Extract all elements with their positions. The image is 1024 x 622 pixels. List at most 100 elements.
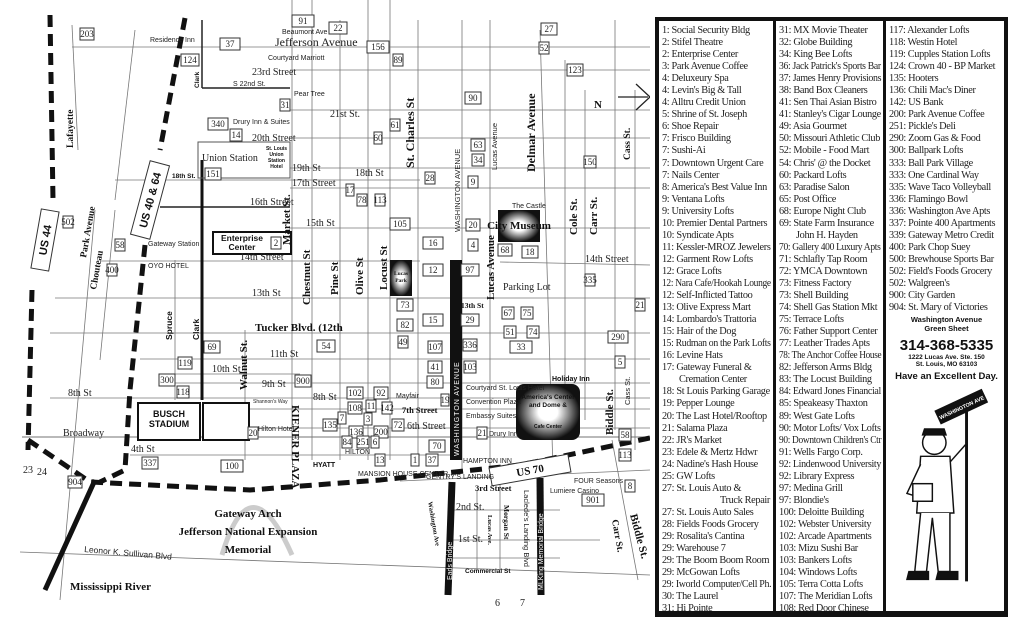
legend-item-text: 20: The Last Hotel/Rooftop — [662, 410, 767, 422]
lumiere-casino-label: Lumiere Casino — [550, 488, 599, 495]
legend-item: 900: City Garden — [889, 290, 1004, 302]
legend-item: 7: Frisco Building — [662, 133, 773, 145]
legend-item: 60: Packard Lofts — [779, 170, 883, 182]
legend-item-text: 50: Missouri Athletic Club — [779, 133, 881, 145]
legend-item-text: 2: Enterprise Center — [662, 49, 738, 61]
street-label-s22: S 22nd St. — [233, 81, 266, 88]
map-badge: 337 — [141, 456, 159, 470]
legend-item-text: 104: Windows Lofts — [779, 567, 857, 579]
legend-item-text: 7: Sushi-Ai — [662, 145, 706, 157]
legend-item-text: 18: St Louis Parking Garage — [662, 386, 770, 398]
legend-item: 90: Motor Lofts/ Vox Lofts — [779, 423, 883, 435]
oyo-hotel-label: OYO HOTEL — [148, 263, 189, 270]
map-badge: 5 — [614, 355, 626, 369]
street-label-th9: 9th St — [262, 379, 286, 390]
map-badge-label: 1 — [413, 455, 418, 465]
map-badge-label: 5 — [618, 357, 623, 367]
map-badge-label: 90 — [469, 93, 479, 103]
the-castle-label: The Castle — [512, 203, 546, 210]
legend-item: 339: Gateway Metro Credit — [889, 230, 1004, 242]
street-label-pine: Pine St — [329, 261, 341, 295]
legend-item-text: 22: JR's Market — [662, 434, 722, 446]
map-badge: 103 — [463, 360, 477, 374]
map-badge-label: 34 — [474, 155, 484, 165]
legend-item: 84: Edward Jones Financial — [779, 386, 883, 398]
legend-item-text: 7: Frisco Building — [662, 133, 731, 145]
map-badge: 28 — [424, 171, 436, 185]
legend-item: 22: JR's Market — [662, 435, 773, 447]
legend-item-text: 136: Chili Mac's Diner — [889, 85, 976, 97]
map-badge: 52 — [538, 41, 550, 55]
convention-plaza-label: Convention Plaza — [466, 399, 521, 406]
map-badge: 2 — [270, 236, 282, 250]
map-badge-label: 335 — [583, 275, 597, 285]
legend-item: 119: Cupples Station Lofts — [889, 49, 1004, 61]
legend-item-text: 10: Premier Dental Partners — [662, 217, 768, 229]
map-badge-label: 340 — [211, 119, 225, 129]
legend-item: 7: Sushi-Ai — [662, 145, 773, 157]
legend-item: 117: Alexander Lofts — [889, 25, 1004, 37]
legend-item: 124: Crown 40 - BP Market — [889, 61, 1004, 73]
legend-item-text: 27: St. Louis Auto Sales — [662, 506, 754, 518]
map-badge-label: 7 — [340, 413, 345, 423]
map-badge-label: 49 — [399, 337, 409, 347]
map-badge-label: 18 — [526, 247, 536, 257]
map-badge: 22 — [328, 21, 348, 35]
map-badge-label: 119 — [178, 358, 192, 368]
legend-item: 18: St Louis Parking Garage — [662, 386, 773, 398]
hilton-label: Hilton Hotel — [258, 426, 295, 433]
legend-item: 12: Garment Row Lofts — [662, 254, 773, 266]
legend-item-text: 200: Park Avenue Coffee — [889, 109, 985, 121]
legend-item: 76: Father Support Center — [779, 326, 883, 338]
map-badge-label: 74 — [529, 327, 539, 337]
street-label-th17: 17th Street — [292, 178, 336, 189]
map-badge-label: 135 — [323, 420, 337, 430]
map-badge-label: 124 — [183, 55, 197, 65]
legend-item-text: 32: Globe Building — [779, 37, 853, 49]
map-badge: 49 — [397, 335, 409, 349]
north-label: N — [594, 99, 602, 111]
legend-item-text: 89: West Gate Lofts — [779, 410, 855, 422]
legend-item-text: 34: King Bee Lofts — [779, 49, 852, 61]
bridge-approach — [42, 478, 98, 592]
legend-item-text: John H. Hayden — [796, 229, 858, 241]
legend-item: 34: King Bee Lofts — [779, 49, 883, 61]
legend-item: 12: Grace Lofts — [662, 266, 773, 278]
legend-item: 337: Pointe 400 Apartments — [889, 218, 1004, 230]
map-badge: 84 — [341, 435, 353, 449]
map-badge: 8 — [624, 479, 636, 493]
legend-item-text: 1: Social Security Bldg — [662, 25, 750, 36]
map-badge-label: 78 — [358, 195, 368, 205]
legend-item-text: 290: Zoom Gas & Food — [889, 133, 981, 145]
map-badge-label: 8 — [628, 481, 633, 491]
map-badge: 15 — [422, 313, 444, 327]
legend-item-text: 16: Levine Hats — [662, 350, 723, 362]
legend-item: 92: Lindenwood University — [779, 459, 883, 471]
map-badge-label: 21 — [636, 300, 645, 310]
street-label-th18: 18th St. — [172, 173, 196, 180]
map-badge-label: 400 — [105, 265, 119, 275]
legend-item-text: 9: Ventana Lofts — [662, 193, 725, 205]
legend-item: 16: Levine Hats — [662, 350, 773, 362]
street-label-chouteau: Chouteau — [89, 249, 106, 290]
legend-item: 54: Chris' @ the Docket — [779, 158, 883, 170]
legend-item: 10: Premier Dental Partners — [662, 218, 773, 230]
map-badge-label: 68 — [501, 245, 511, 255]
street-label-rd3: 3rd Street — [475, 483, 512, 493]
legend-item-text: 336: Washington Ave Apts — [889, 205, 991, 217]
map-badge: 72 — [391, 418, 405, 432]
map-badge: 67 — [501, 306, 515, 320]
map-badge-label: 113 — [618, 450, 632, 460]
map-badge-label: 22 — [334, 23, 343, 33]
legend-item: 8: America's Best Value Inn — [662, 182, 773, 194]
map-badge-label: 69 — [208, 342, 218, 352]
street-label-th19: 19th St — [292, 163, 321, 174]
legend-item: 68: Europe Night Club — [779, 206, 883, 218]
map-badge: 113 — [618, 448, 632, 462]
city-museum-label: City Museum — [487, 220, 551, 232]
legend-item-text: 31: Hi Pointe — [662, 603, 713, 611]
street-label-th14: 14th Street — [240, 252, 284, 263]
legend-item: 49: Asia Gourmet — [779, 121, 883, 133]
map-badge-label: 142 — [380, 403, 394, 413]
street-label-delmar: Delmar Avenue — [524, 93, 538, 172]
